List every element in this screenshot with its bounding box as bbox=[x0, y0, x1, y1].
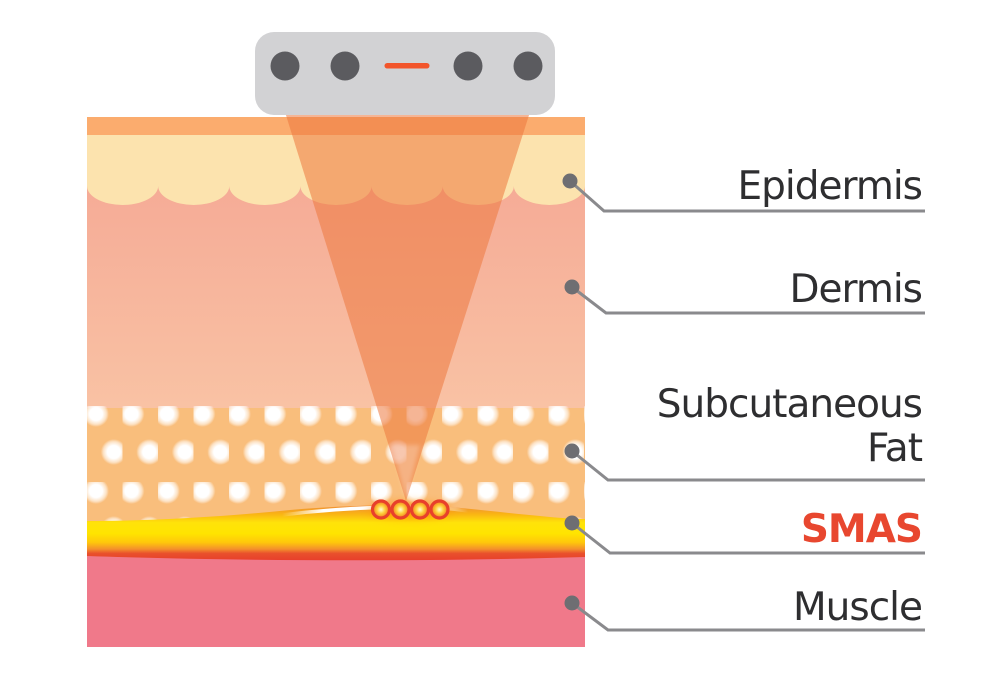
focus-points bbox=[368, 499, 452, 520]
device-knob-icon bbox=[330, 51, 360, 81]
leader-line-smas bbox=[571, 521, 925, 555]
label-epidermis: Epidermis bbox=[737, 164, 923, 209]
focus-point-icon bbox=[390, 499, 411, 520]
leader-line-subcutaneous-fat bbox=[571, 449, 925, 482]
device-indicator-icon bbox=[384, 63, 430, 69]
hifu-device bbox=[255, 32, 555, 115]
ultrasound-beam bbox=[285, 112, 530, 501]
device-knob-icon bbox=[453, 51, 483, 81]
leader-dots bbox=[562, 173, 580, 611]
device-body bbox=[255, 32, 555, 115]
device-knob-icon bbox=[270, 51, 300, 81]
label-smas: SMAS bbox=[800, 507, 923, 552]
leader-lines bbox=[569, 179, 925, 632]
focus-point-icon bbox=[429, 499, 450, 520]
smas-layer bbox=[87, 505, 585, 561]
label-subcutaneous-fat-line2: Fat bbox=[866, 425, 923, 471]
leader-line-dermis bbox=[571, 285, 925, 315]
leader-dot-icon bbox=[564, 279, 580, 295]
beam-focus-glow-tip bbox=[392, 445, 420, 500]
device-knob-icon bbox=[513, 51, 543, 81]
label-dermis: Dermis bbox=[789, 267, 923, 312]
muscle-layer bbox=[87, 550, 585, 647]
leader-dot-icon bbox=[564, 515, 580, 531]
leader-line-muscle bbox=[571, 601, 925, 632]
label-subcutaneous-fat-line1: Subcutaneous bbox=[656, 382, 923, 427]
label-muscle: Muscle bbox=[793, 585, 923, 630]
leader-dot-icon bbox=[564, 443, 580, 459]
leader-line-epidermis bbox=[569, 179, 925, 213]
leader-dot-icon bbox=[562, 173, 578, 189]
label-subcutaneous-fat: Subcutaneous Fat bbox=[656, 382, 923, 471]
leader-dot-icon bbox=[564, 595, 580, 611]
focus-point-icon bbox=[370, 499, 392, 520]
focus-point-icon bbox=[409, 499, 431, 520]
